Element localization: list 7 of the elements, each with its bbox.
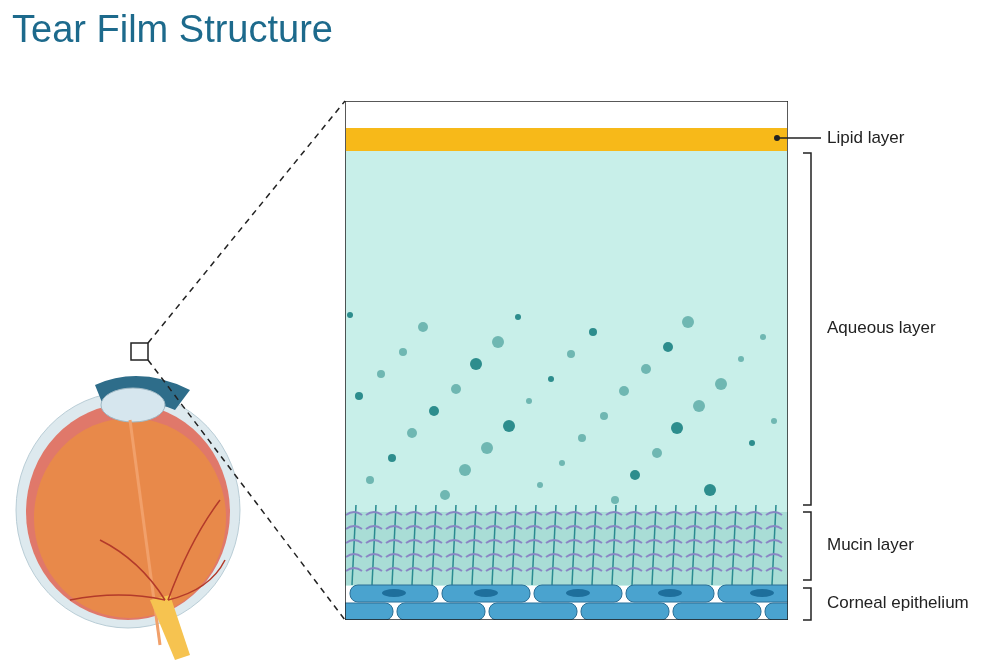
lipid-band xyxy=(346,128,787,151)
layer-label: Aqueous layer xyxy=(827,318,936,338)
layer-label: Mucin layer xyxy=(827,535,914,555)
layer-label: Lipid layer xyxy=(827,128,905,148)
title: Tear Film Structure xyxy=(12,8,333,51)
layer-label: Corneal epithelium xyxy=(827,593,969,613)
leader-line xyxy=(774,135,822,141)
